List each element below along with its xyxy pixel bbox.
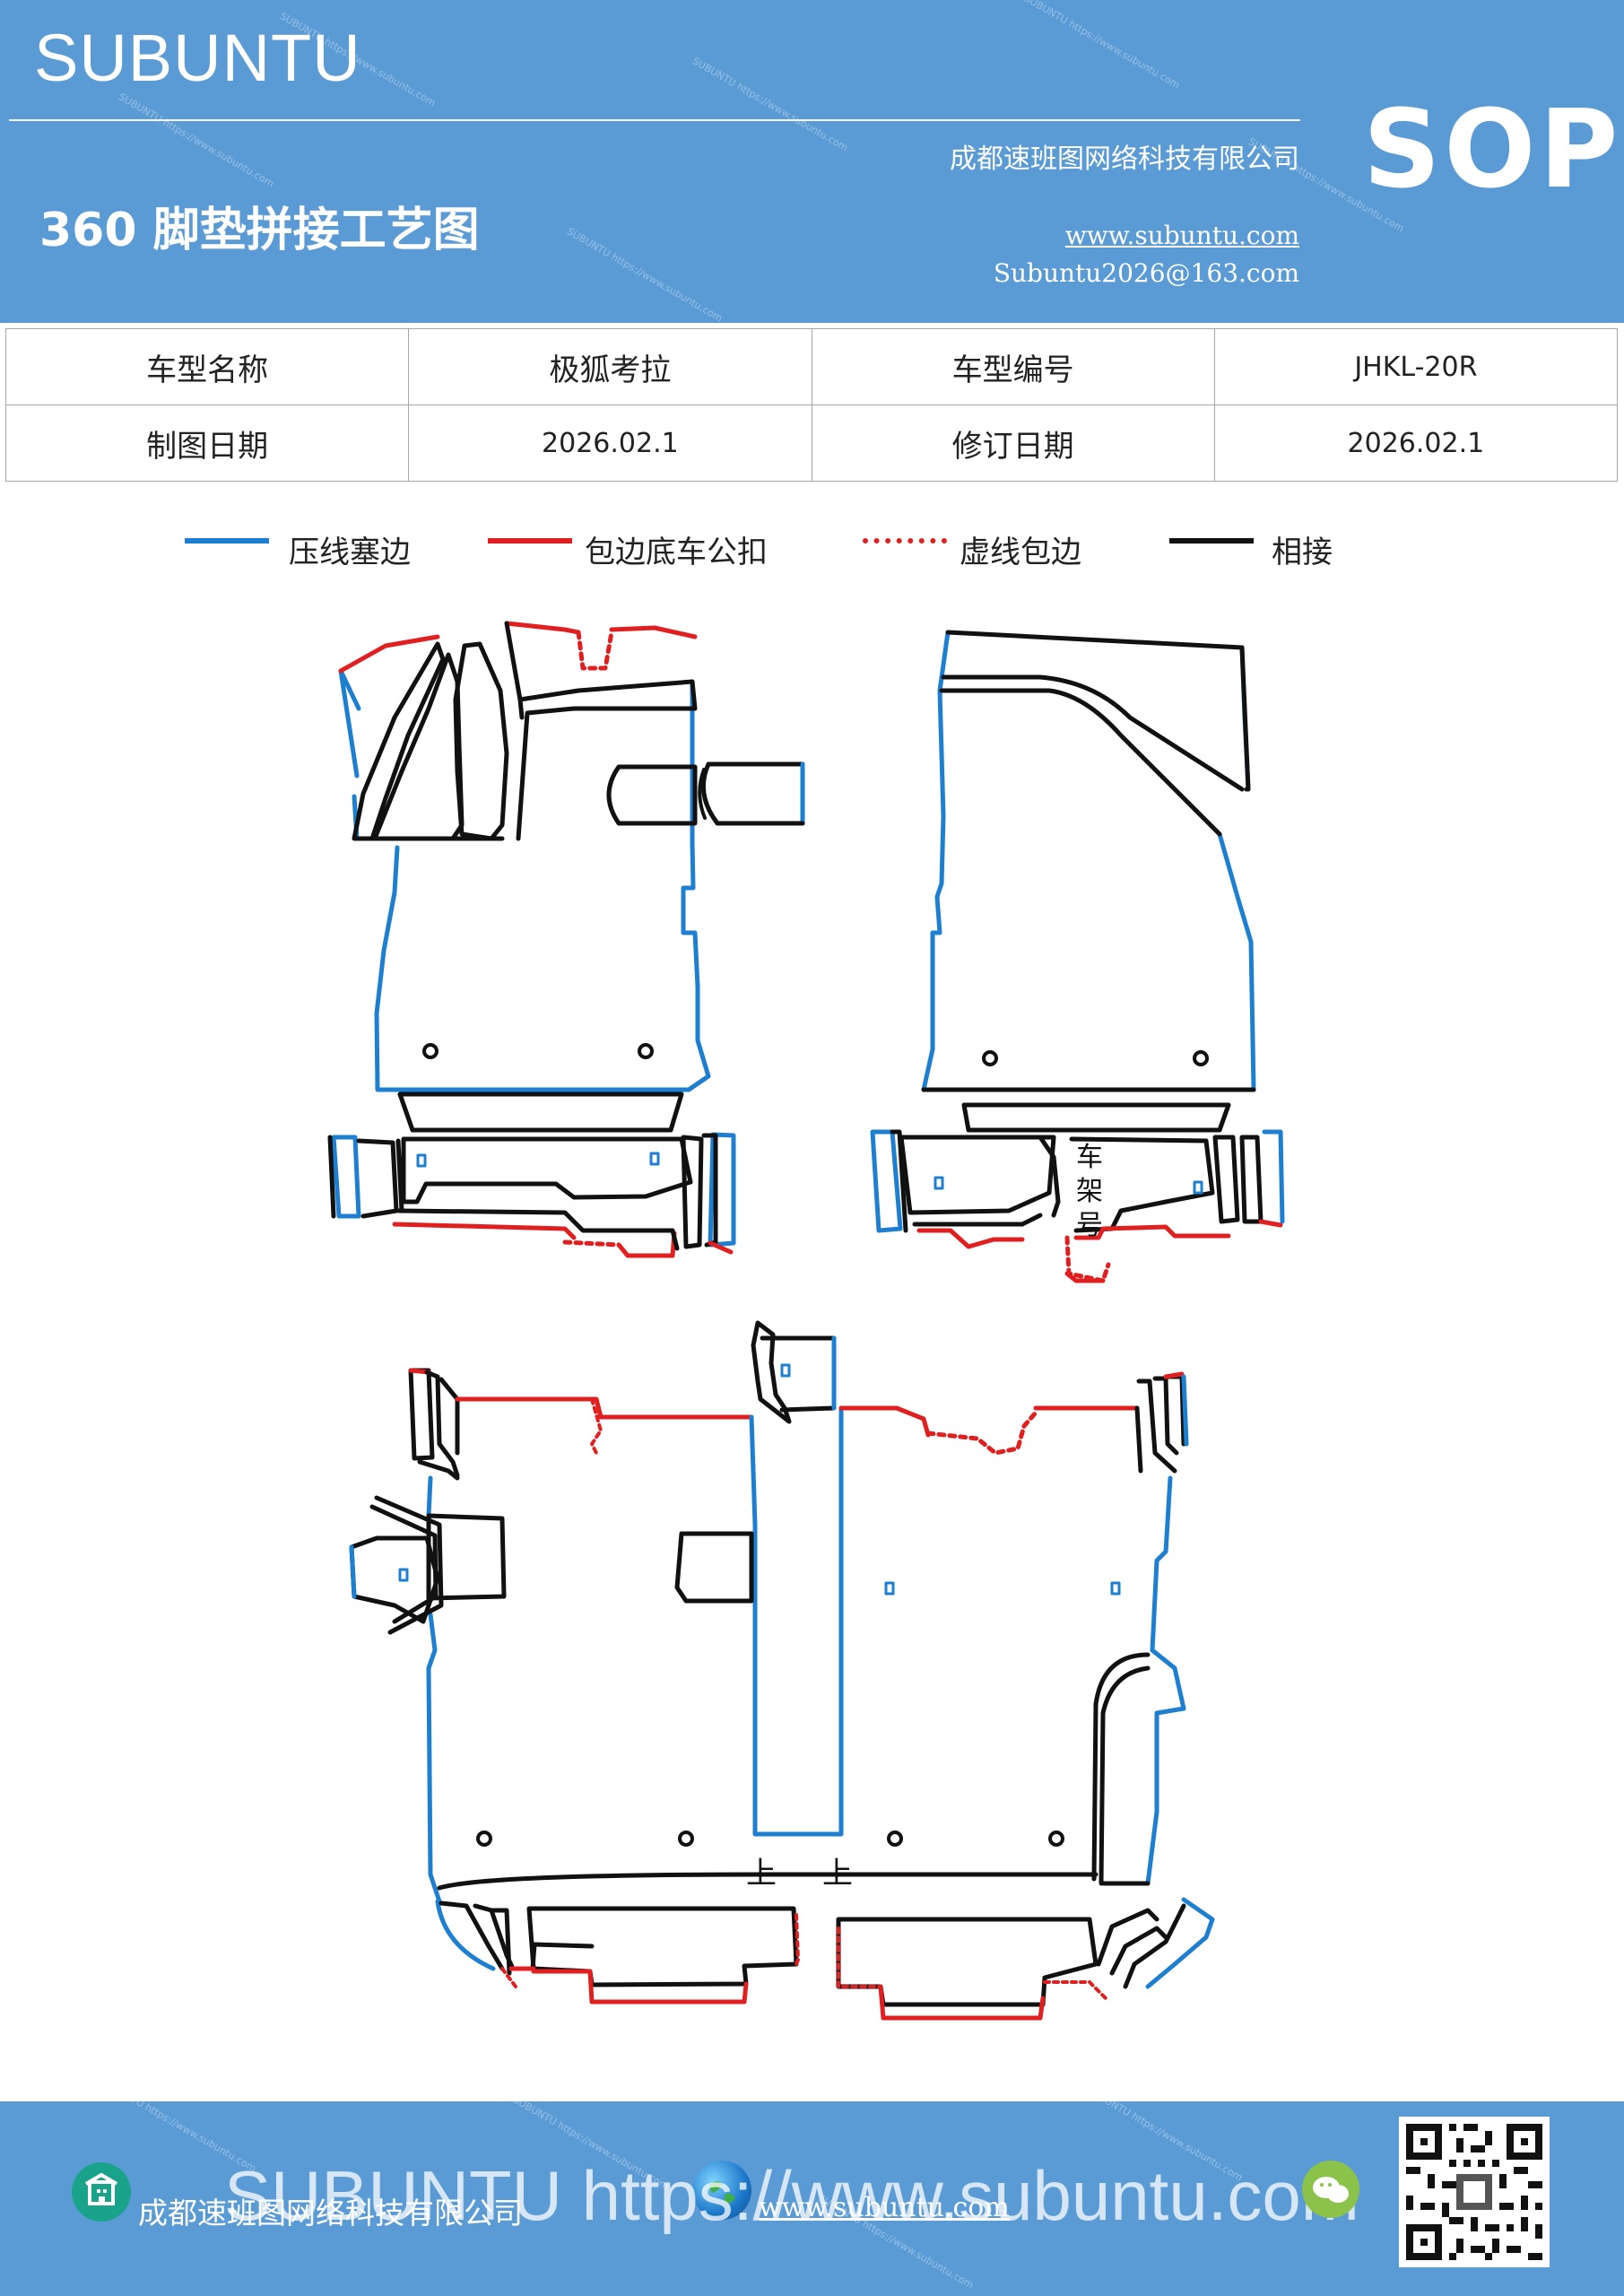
- page-title: 360 脚垫拼接工艺图: [39, 204, 480, 257]
- table-value-cell: 极狐考拉: [408, 328, 812, 405]
- line-legend: 压线塞边 包边底车公扣 虚线包边 相接: [0, 527, 1624, 572]
- front-right-mat: [921, 630, 1256, 1133]
- watermark: SUBUNTU https://www.subuntu.com: [690, 55, 850, 154]
- front-right-lower-piece: 车 架 号: [870, 1129, 1285, 1283]
- footer-watermark: SUBUNTU https://www.subuntu.com: [224, 2156, 1359, 2235]
- legend-swatch-red: [488, 538, 572, 544]
- wechat-icon: [1302, 2161, 1359, 2218]
- floor-mat-diagram: 车 架 号: [327, 621, 1285, 2021]
- header-divider: [9, 119, 1300, 121]
- table-value-cell: 2026.02.1: [408, 404, 812, 482]
- qr-code: [1399, 2117, 1550, 2267]
- company-name: 成都速班图网络科技有限公司: [950, 144, 1299, 175]
- legend-label: 包边底车公扣: [585, 535, 768, 570]
- legend-swatch-red-dotted: [863, 538, 947, 544]
- table-row: 车型名称 极狐考拉 车型编号 JHKL-20R: [4, 328, 1619, 405]
- table-label-cell: 车型编号: [811, 328, 1215, 405]
- watermark: SUBUNTU https://www.subuntu.com: [1022, 0, 1182, 91]
- table-label-cell: 车型名称: [4, 328, 410, 405]
- rear-mat: 上 上: [349, 1320, 1189, 1904]
- table-label-cell: 修订日期: [811, 404, 1215, 482]
- website-link[interactable]: www.subuntu.com: [1064, 221, 1299, 250]
- table-value-cell: 2026.02.1: [1213, 404, 1619, 482]
- brand-name: SUBUNTU: [34, 21, 361, 95]
- vehicle-info-table: 车型名称 极狐考拉 车型编号 JHKL-20R 制图日期 2026.02.1 修…: [4, 328, 1619, 482]
- watermark: SUBUNTU https://www.subuntu.com: [565, 225, 725, 323]
- email-address: Subuntu2026@163.com: [993, 258, 1299, 288]
- frame-number-label: 号: [1076, 1210, 1103, 1241]
- legend-label: 虚线包边: [960, 535, 1081, 570]
- front-left-mat: [338, 621, 805, 1133]
- footer-website-link[interactable]: www.subuntu.com: [759, 2192, 1010, 2223]
- frame-number-label: 架: [1076, 1176, 1103, 1207]
- table-row: 制图日期 2026.02.1 修订日期 2026.02.1: [4, 404, 1619, 482]
- rear-lower-pieces: [435, 1897, 1215, 2021]
- footer-company-name: 成都速班图网络科技有限公司: [138, 2196, 523, 2231]
- up-mark: 上: [822, 1856, 853, 1892]
- legend-label: 压线塞边: [289, 535, 411, 570]
- header-banner: SUBUNTU https://www.subuntu.com SUBUNTU …: [0, 0, 1624, 323]
- sop-badge: SOP: [1363, 88, 1622, 213]
- up-mark: 上: [746, 1856, 777, 1892]
- legend-swatch-black: [1169, 538, 1254, 544]
- legend-swatch-blue: [185, 538, 269, 544]
- footer-banner: SUBUNTU https://www.subuntu.com SUBUNTU …: [0, 2101, 1624, 2296]
- watermark: SUBUNTU https://www.subuntu.com: [117, 91, 276, 190]
- building-icon: [72, 2162, 131, 2222]
- table-label-cell: 制图日期: [4, 404, 410, 482]
- table-value-cell: JHKL-20R: [1213, 328, 1619, 405]
- legend-label: 相接: [1272, 535, 1333, 570]
- front-left-lower-piece: [327, 1132, 736, 1258]
- globe-icon: [692, 2161, 751, 2220]
- frame-number-label: 车: [1076, 1142, 1103, 1173]
